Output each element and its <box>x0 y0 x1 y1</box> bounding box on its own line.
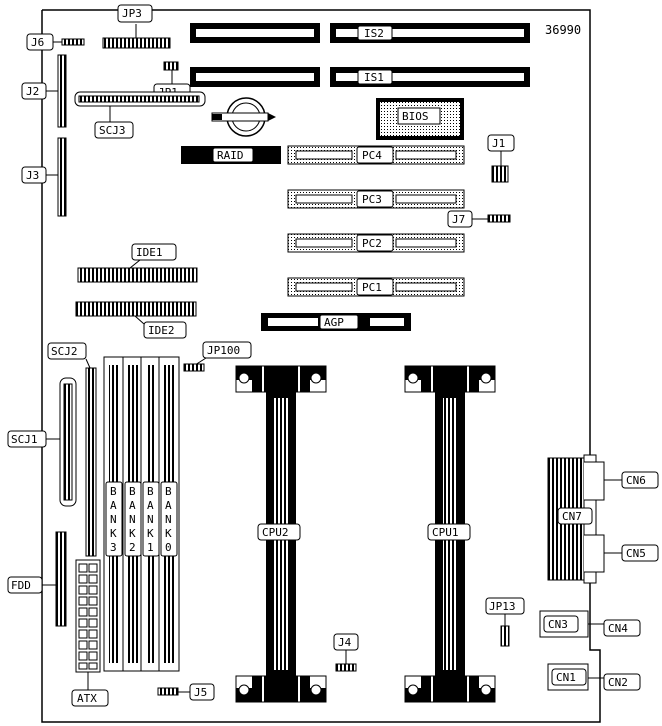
raid-slot: RAID <box>181 146 281 164</box>
ide2-label: IDE2 <box>148 324 175 337</box>
ide1-label: IDE1 <box>136 246 163 259</box>
cn6-label: CN6 <box>626 474 646 487</box>
bank3-number: 3 <box>110 541 117 554</box>
j1-jumper: J1 <box>487 134 515 183</box>
jp13-label: JP13 <box>489 600 516 613</box>
cn7-cn6-cn5-connector-stack: CN7 CN6 CN5 <box>547 454 659 584</box>
fdd-connector: FDD <box>7 531 67 627</box>
bios-chip: BIOS <box>376 98 464 140</box>
cn1-cn2-connector: CN1 CN2 <box>547 663 641 691</box>
j2-header: J2 <box>21 54 67 128</box>
cn3-cn4-connector: CN3 CN4 <box>539 610 641 638</box>
ide1-connector: IDE1 <box>77 243 198 283</box>
bank1-letter-b: B <box>147 485 154 498</box>
memory-slot-bank0: B A N K 0 <box>158 356 180 672</box>
j1-label: J1 <box>492 137 505 150</box>
cpu1-label: CPU1 <box>432 526 459 539</box>
is1-label: IS1 <box>364 71 384 84</box>
pc3-label: PC3 <box>362 193 382 206</box>
bank0-letter-k: K <box>165 527 172 540</box>
scj2-connector: SCJ2 <box>47 342 97 557</box>
j5-label: J5 <box>194 686 207 699</box>
scj3-connector: SCJ3 <box>74 91 206 139</box>
cn1-label: CN1 <box>556 671 576 684</box>
cn4-label: CN4 <box>608 622 628 635</box>
pc1-label: PC1 <box>362 281 382 294</box>
bank0-letter-b: B <box>165 485 172 498</box>
j6-jumper: J6 <box>26 33 85 51</box>
agp-slot: AGP <box>261 313 411 331</box>
bank1-letter-n: N <box>147 513 154 526</box>
bank2-letter-b: B <box>129 485 136 498</box>
memory-slot-bank1: B A N K 1 <box>140 356 162 672</box>
board-id-label: 36990 <box>545 23 581 37</box>
jp3-label: JP3 <box>122 7 142 20</box>
bank0-letter-a: A <box>165 499 172 512</box>
bank3-letter-a: A <box>110 499 117 512</box>
j4-jumper: J4 <box>333 633 359 672</box>
j3-label: J3 <box>26 169 39 182</box>
isa-slot-is2: IS2 <box>190 23 530 43</box>
pci-slot-pc4: PC4 <box>287 145 465 165</box>
cpu2-slot: CPU2 <box>235 365 327 703</box>
memory-banks: B A N K 3 B A N K 2 B A N K 1 <box>103 356 180 672</box>
cpu1-slot: CPU1 <box>404 365 496 703</box>
bank1-number: 1 <box>147 541 154 554</box>
atx-label: ATX <box>77 692 97 705</box>
pc2-label: PC2 <box>362 237 382 250</box>
cn7-label: CN7 <box>562 510 582 523</box>
board-outline <box>41 9 601 723</box>
jp13-jumper: JP13 <box>485 597 525 647</box>
cpu2-label: CPU2 <box>262 526 289 539</box>
j5-jumper: J5 <box>157 683 215 701</box>
isa-slot-is1: IS1 <box>190 67 530 87</box>
jp100-jumper: JP100 <box>183 341 252 372</box>
j7-label: J7 <box>452 213 465 226</box>
j4-label: J4 <box>338 636 352 649</box>
memory-slot-bank3: B A N K 3 <box>103 356 125 672</box>
jp100-label: JP100 <box>207 344 240 357</box>
jp3-header: JP3 <box>102 4 171 49</box>
pci-slot-pc3: PC3 <box>287 189 465 209</box>
pci-slot-pc2: PC2 <box>287 233 465 253</box>
scj2-label: SCJ2 <box>51 345 78 358</box>
bank1-letter-a: A <box>147 499 154 512</box>
scj1-connector: SCJ1 <box>7 377 77 507</box>
bank2-letter-n: N <box>129 513 136 526</box>
bank3-letter-k: K <box>110 527 117 540</box>
j6-label: J6 <box>31 36 44 49</box>
cn2-label: CN2 <box>608 676 628 689</box>
j2-label: J2 <box>26 85 39 98</box>
atx-power-connector: ATX <box>71 559 109 707</box>
scj1-label: SCJ1 <box>11 433 38 446</box>
bios-label: BIOS <box>402 110 429 123</box>
raid-label: RAID <box>217 149 244 162</box>
j7-jumper: J7 <box>447 210 511 228</box>
bank2-letter-k: K <box>129 527 136 540</box>
cn3-label: CN3 <box>548 618 568 631</box>
is2-label: IS2 <box>364 27 384 40</box>
ide2-connector: IDE2 <box>75 301 197 339</box>
bank0-letter-n: N <box>165 513 172 526</box>
bank0-number: 0 <box>165 541 172 554</box>
bank1-letter-k: K <box>147 527 154 540</box>
scj3-label: SCJ3 <box>99 124 126 137</box>
bank2-letter-a: A <box>129 499 136 512</box>
bank3-letter-n: N <box>110 513 117 526</box>
cn5-label: CN5 <box>626 547 646 560</box>
pc4-label: PC4 <box>362 149 382 162</box>
battery-icon <box>211 97 276 137</box>
bank2-number: 2 <box>129 541 136 554</box>
bank3-letter-b: B <box>110 485 117 498</box>
agp-label: AGP <box>324 316 344 329</box>
memory-slot-bank2: B A N K 2 <box>122 356 144 672</box>
j3-header: J3 <box>21 137 67 217</box>
pci-slot-pc1: PC1 <box>287 277 465 297</box>
fdd-label: FDD <box>11 579 31 592</box>
